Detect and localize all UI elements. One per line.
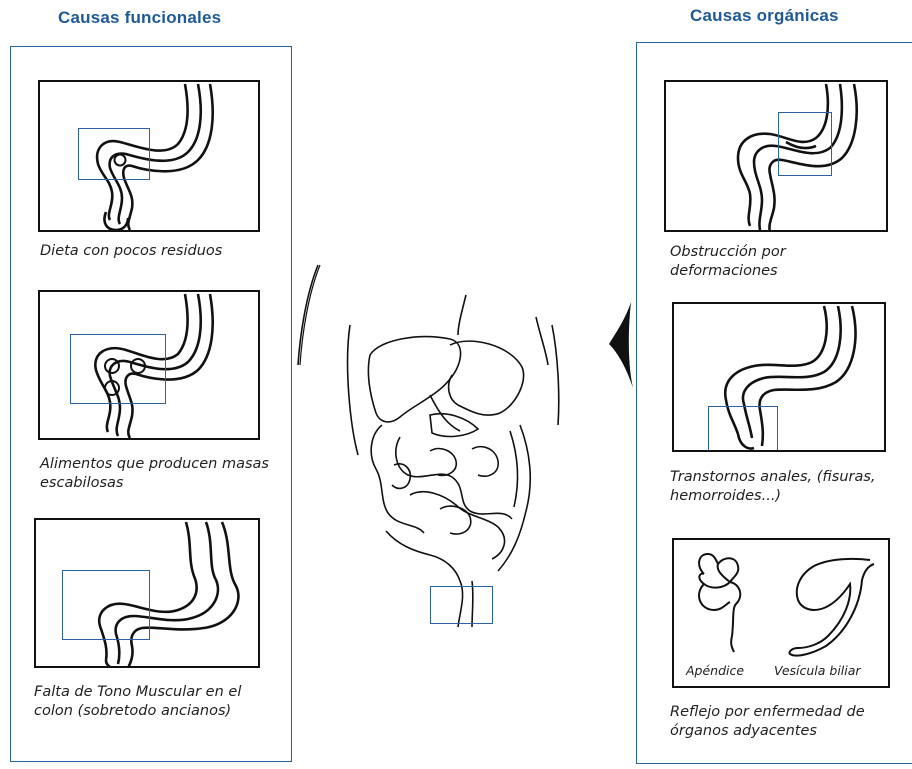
caption-muscle-tone: Falta de Tono Muscular en el colon (sobr… [34, 683, 274, 721]
gallbladder-label: Vesícula biliar [774, 663, 861, 678]
liver [368, 337, 460, 422]
caption-adjacent-organs: Reflejo por enfermedad de órganos adyace… [670, 703, 906, 741]
abdomen-illustration [290, 255, 580, 635]
colon-diagram-low-residue [38, 80, 260, 232]
highlight-box [778, 112, 832, 176]
appendix-label: Apéndice [686, 663, 744, 678]
side-wedge-mark [605, 300, 635, 390]
functional-causes-heading: Causas funcionales [58, 8, 221, 28]
highlight-box [62, 570, 150, 640]
caption-obstruction: Obstrucción por deformaciones [670, 243, 820, 281]
highlight-box [78, 128, 150, 180]
caption-anal-disorders: Transtornos anales, (fisuras, hemorroide… [670, 468, 890, 506]
colon-drawing [40, 82, 260, 232]
highlight-box [708, 406, 778, 452]
colon-diagram-obstruction [664, 80, 888, 232]
gallbladder-drawing [789, 559, 874, 656]
organic-causes-heading: Causas orgánicas [690, 6, 839, 26]
colon-diagram-muscle-tone [34, 518, 260, 668]
rectum-highlight-box [430, 586, 493, 624]
colon-drawing [666, 82, 888, 232]
colon-diagram-stool-masses [38, 290, 260, 440]
colon-drawing [674, 304, 886, 452]
caption-low-residue-diet: Dieta con pocos residuos [40, 242, 275, 261]
caption-stool-masses: Alimentos que producen masas escabilosas [40, 455, 270, 493]
appendix-drawing [699, 554, 740, 652]
colon-diagram-anal-disorders [672, 302, 886, 452]
highlight-box [70, 334, 166, 404]
adjacent-organs-diagram: Apéndice Vesícula biliar [672, 538, 890, 688]
